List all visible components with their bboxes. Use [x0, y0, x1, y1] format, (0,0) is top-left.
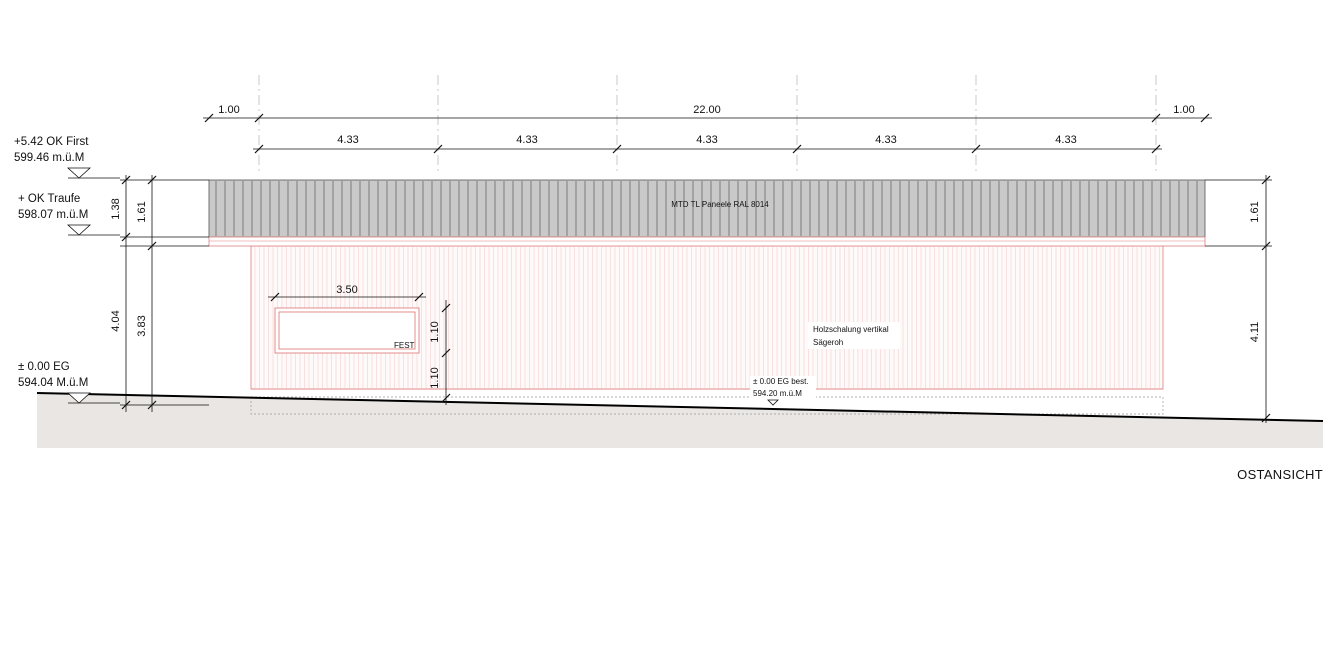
dim-overhang-right: 1.00 — [1173, 104, 1194, 116]
dim-right-roof: 1.61 — [1249, 201, 1261, 222]
window-sash — [278, 311, 416, 350]
dim-bay: 4.33 — [337, 134, 358, 146]
roof-panel-lines — [215, 181, 1198, 236]
level-eg-elev: 594.04 M.ü.M — [18, 377, 88, 389]
dim-wall-b: 3.83 — [136, 315, 148, 336]
eg-bestand-label: ± 0.00 EG best. — [753, 377, 809, 386]
level-eg-label: ± 0.00 EG — [18, 361, 70, 373]
dim-bay: 4.33 — [516, 134, 537, 146]
level-first-elev: 599.46 m.ü.M — [14, 152, 84, 164]
level-traufe-elev: 598.07 m.ü.M — [18, 209, 88, 221]
dim-bay: 4.33 — [1055, 134, 1076, 146]
ground-fill — [37, 393, 1323, 448]
window-label: FEST — [394, 341, 415, 350]
grid-axes — [258, 75, 1157, 175]
wall-material-note-2: Sägeroh — [813, 338, 843, 347]
dim-bay: 4.33 — [696, 134, 717, 146]
level-markers — [66, 167, 779, 406]
roof-material-note: MTD TL Paneele RAL 8014 — [671, 200, 769, 209]
level-lines — [120, 179, 1272, 406]
dim-overhang-left: 1.00 — [218, 104, 239, 116]
level-traufe-label: + OK Traufe — [18, 193, 80, 205]
terrain-line — [36, 392, 1324, 422]
foundation-outline — [250, 396, 1164, 415]
dim-roof-a: 1.38 — [110, 198, 122, 219]
roof-fascia — [208, 179, 1206, 238]
dim-window-sill: 1.10 — [429, 367, 441, 388]
dimension-lines — [125, 117, 1267, 423]
dim-bay: 4.33 — [875, 134, 896, 146]
drawing-title: OSTANSICHT — [1237, 467, 1323, 482]
dimension-ticks — [121, 113, 1271, 423]
dim-total: 22.00 — [693, 104, 721, 116]
wall-material-note-1: Holzschalung vertikal — [813, 325, 889, 334]
dim-roof-b: 1.61 — [136, 201, 148, 222]
eg-bestand-elev: 594.20 m.ü.M — [753, 389, 802, 398]
dim-right-wall: 4.11 — [1249, 322, 1261, 343]
dim-wall-a: 4.04 — [110, 310, 122, 331]
level-first-label: +5.42 OK First — [14, 136, 89, 148]
dim-window-width: 3.50 — [336, 284, 357, 296]
dim-window-height: 1.10 — [429, 321, 441, 342]
